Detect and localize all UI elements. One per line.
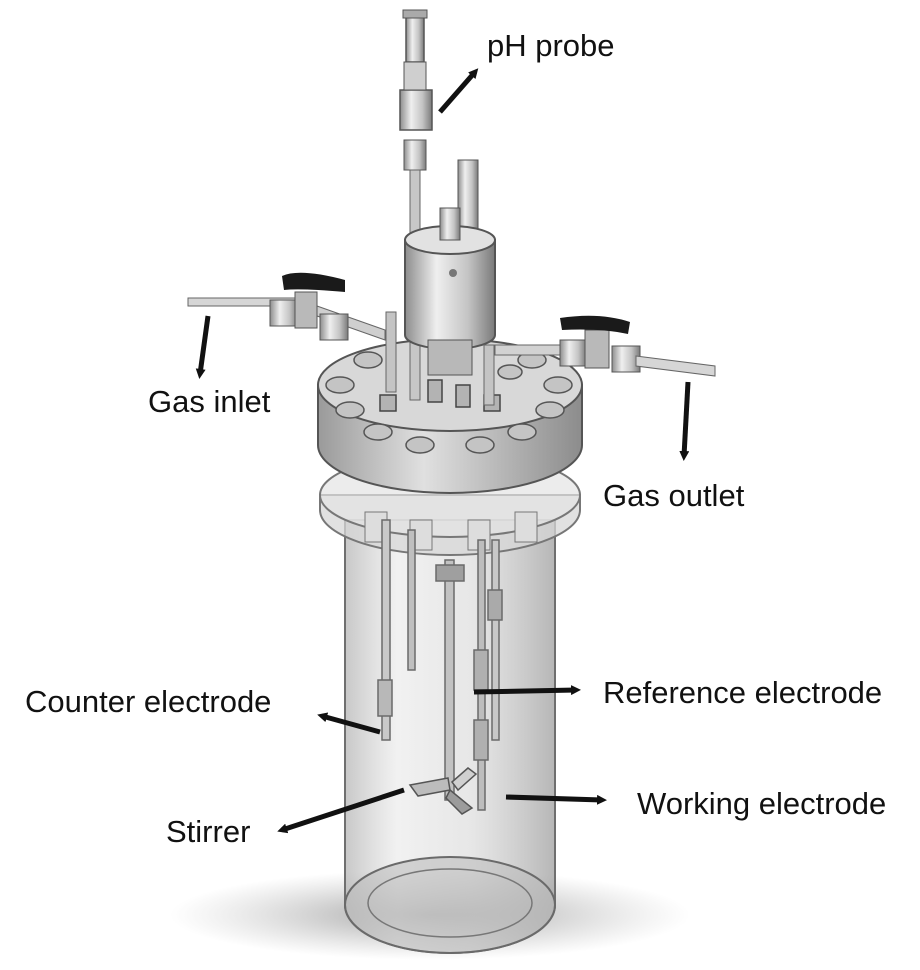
working-electrode-arrow: [505, 794, 607, 805]
label-gas-inlet: Gas inlet: [148, 384, 271, 419]
ph-probe-arrow: [438, 68, 479, 114]
counter-electrode-arrow: [317, 712, 381, 735]
gas-outlet-arrow: [679, 381, 691, 461]
label-counter-electrode: Counter electrode: [25, 684, 272, 719]
reactor-lid: [317, 338, 583, 494]
gas-inlet-arrow: [195, 315, 211, 379]
label-ph-probe: pH probe: [487, 28, 615, 63]
stirrer-arrow: [277, 787, 405, 834]
internal-rods: [377, 519, 503, 811]
label-stirrer: Stirrer: [166, 814, 251, 849]
gas-inlet-assembly: [187, 272, 397, 393]
label-reference-electrode: Reference electrode: [603, 675, 883, 710]
label-gas-outlet: Gas outlet: [603, 478, 745, 513]
stirrer-motor: [404, 207, 496, 376]
label-working-electrode: Working electrode: [637, 786, 887, 821]
gas-outlet-assembly: [483, 315, 716, 406]
stirrer-blades: [408, 767, 478, 815]
reference-electrode-arrow: [473, 685, 581, 696]
arrows: [195, 68, 691, 834]
